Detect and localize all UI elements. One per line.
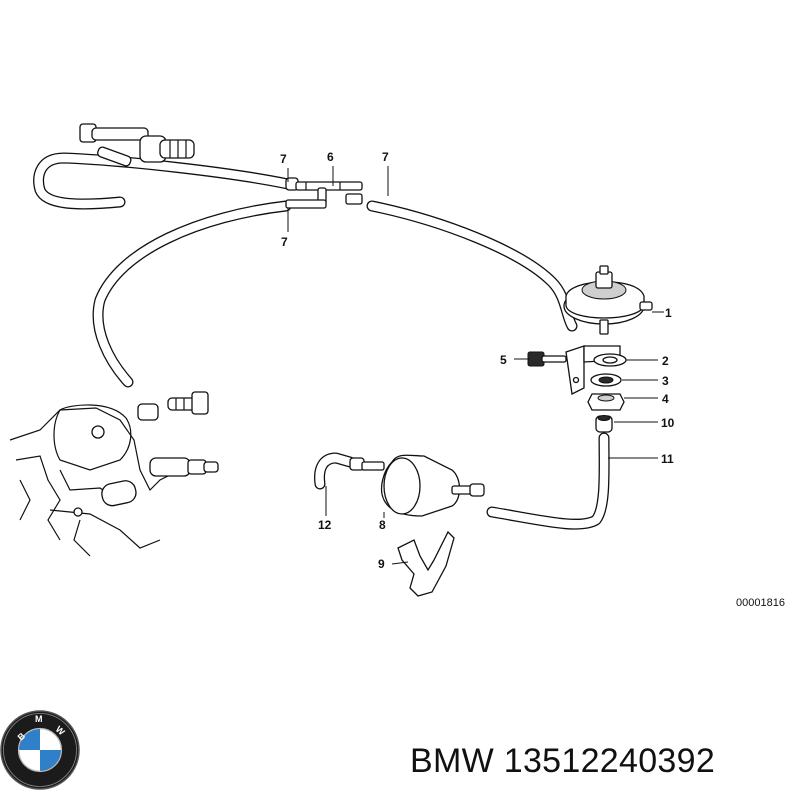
hose-lower-left	[92, 200, 292, 388]
cap-10	[595, 415, 613, 433]
washer-3	[590, 373, 622, 387]
bracket	[565, 345, 621, 395]
leader-lines	[287, 166, 664, 565]
hose-to-valve	[366, 200, 578, 332]
upper-connector	[79, 123, 195, 167]
callout-4: 4	[662, 392, 669, 406]
svg-text:B: B	[16, 730, 28, 742]
callout-12: 12	[318, 518, 332, 532]
callout-5: 5	[500, 353, 507, 367]
engine-block-sketch	[9, 404, 219, 557]
hose-12	[314, 452, 356, 490]
fuel-filter	[349, 454, 485, 517]
callout-6: 6	[327, 150, 334, 164]
washer-2	[593, 353, 627, 367]
callout-7-lower: 7	[281, 235, 288, 249]
hose-11	[486, 432, 610, 530]
callout-9: 9	[378, 557, 385, 571]
nut-4	[587, 393, 625, 411]
callout-11: 11	[661, 452, 674, 466]
bolt-5	[527, 351, 567, 367]
vacuum-valve	[563, 265, 653, 335]
callout-3: 3	[662, 374, 669, 388]
hose-upper-left	[33, 152, 294, 210]
clamp	[397, 530, 455, 597]
bmw-logo: B M W	[0, 710, 80, 790]
callout-7-top-left: 7	[280, 152, 287, 166]
callout-8: 8	[379, 518, 386, 532]
svg-text:M: M	[35, 714, 43, 724]
callout-10: 10	[661, 416, 675, 430]
callout-1: 1	[665, 306, 672, 320]
callout-7-top-right: 7	[382, 150, 389, 164]
callout-2: 2	[662, 354, 669, 368]
part-number-caption: BMW 13512240392	[410, 742, 716, 780]
engine-connector	[137, 391, 209, 421]
figure-number: 00001816	[736, 597, 785, 609]
t-piece	[285, 177, 363, 209]
